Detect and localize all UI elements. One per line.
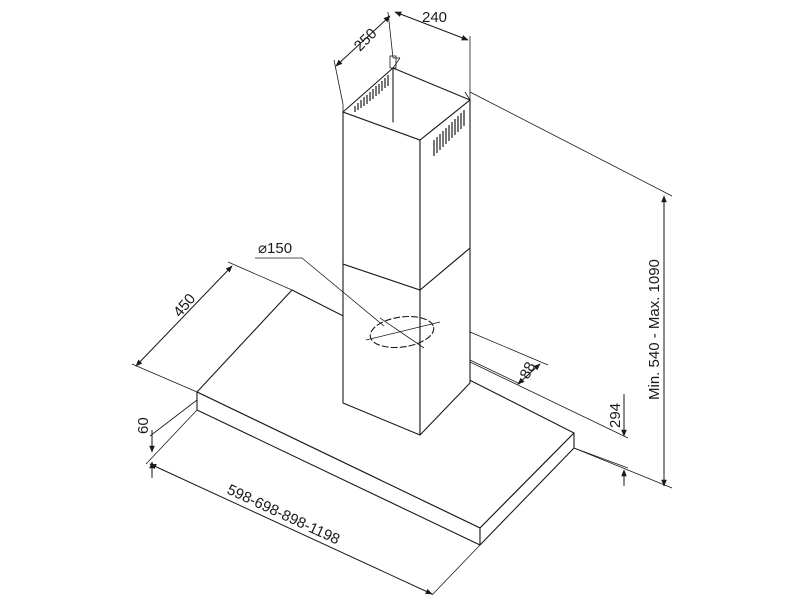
dim-outlet-offset: 88 bbox=[469, 331, 549, 385]
dim-outlet-to-wall: 294 bbox=[469, 361, 629, 486]
outlet-hole bbox=[365, 315, 441, 349]
label-hood-depth: 450 bbox=[170, 290, 199, 320]
label-chimney-width: 240 bbox=[422, 9, 447, 26]
chimney-upper bbox=[342, 55, 471, 291]
vent-grille-right bbox=[433, 110, 465, 156]
label-hood-width: 598-698-898-1198 bbox=[224, 481, 342, 548]
dim-total-height: Min. 540 - Max. 1090 bbox=[469, 91, 673, 489]
label-total-height: Min. 540 - Max. 1090 bbox=[646, 259, 663, 400]
vent-grille-left bbox=[354, 75, 389, 112]
dim-hood-height: 60 bbox=[135, 399, 198, 478]
label-outlet-diameter: ⌀150 bbox=[258, 240, 292, 257]
dim-outlet-diameter: ⌀150 bbox=[255, 240, 385, 327]
label-hood-height: 60 bbox=[135, 417, 152, 434]
dim-chimney-width: 240 bbox=[394, 9, 471, 92]
label-outlet-offset: 88 bbox=[517, 359, 540, 382]
label-outlet-to-wall: 294 bbox=[607, 403, 624, 428]
chimney-upper-front bbox=[342, 111, 421, 291]
